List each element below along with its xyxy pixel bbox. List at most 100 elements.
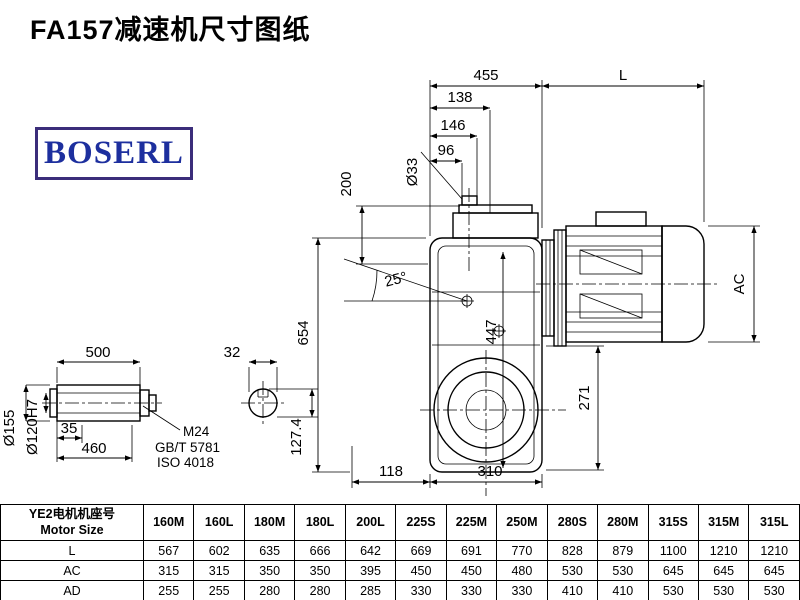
motor (541, 211, 705, 347)
cell-L-200L: 642 (344, 540, 397, 561)
cell-AC-315S: 645 (647, 560, 699, 581)
dim-96-label: 96 (438, 142, 455, 159)
dim-dia120-label: Ø120H7 (24, 399, 41, 455)
dim-310-label: 310 (477, 463, 502, 480)
cell-AC-180L: 350 (294, 560, 346, 581)
dim-AC-label: AC (731, 273, 748, 294)
terminal-box (595, 211, 647, 227)
cell-L-280M: 879 (597, 540, 649, 561)
dim-654-label: 654 (295, 320, 312, 345)
cell-AC-225S: 450 (395, 560, 447, 581)
cell-AD-225M: 330 (445, 580, 498, 600)
col-header-160L: 160L (193, 504, 245, 541)
motor-fins (545, 230, 662, 346)
cell-AC-280M: 530 (597, 560, 649, 581)
row-label-L: L (0, 540, 144, 561)
fan-cowl (661, 225, 705, 343)
col-header-280S: 280S (546, 504, 599, 541)
cell-L-280S: 828 (546, 540, 599, 561)
dim-271-label: 271 (576, 385, 593, 410)
dim-dia155-label: Ø155 (1, 410, 18, 447)
dim-447-label: 447 (483, 319, 500, 344)
col-header-250M: 250M (496, 504, 548, 541)
cell-AD-160M: 255 (142, 580, 195, 600)
dim-127-label: 127.4 (288, 418, 305, 456)
col-header-315L: 315L (748, 504, 800, 541)
row-label-AD: AD (0, 580, 144, 600)
cell-L-315S: 1100 (647, 540, 699, 561)
cell-AD-225S: 330 (395, 580, 447, 600)
cell-AC-225M: 450 (445, 560, 498, 581)
dimension-lines (23, 83, 757, 485)
cell-AD-250M: 330 (496, 580, 548, 600)
col-header-225S: 225S (395, 504, 447, 541)
output-bore (433, 357, 539, 463)
dim-500-label: 500 (85, 344, 110, 361)
cell-L-160L: 602 (193, 540, 245, 561)
cell-L-225S: 669 (395, 540, 447, 561)
dim-35-label: 35 (61, 420, 78, 437)
cell-AD-280M: 410 (597, 580, 649, 600)
dim-L-label: L (619, 67, 627, 84)
col-header-180M: 180M (243, 504, 296, 541)
gearbox-outline (429, 195, 543, 473)
col-header-315S: 315S (647, 504, 699, 541)
cell-AD-280S: 410 (546, 580, 599, 600)
cell-L-225M: 691 (445, 540, 498, 561)
boserl-logo-text: BOSERL (44, 135, 184, 171)
extension-lines (26, 80, 760, 488)
std-gbt-label: GB/T 5781 (155, 440, 220, 455)
dim-460-label: 460 (81, 440, 106, 457)
row-label-AC: AC (0, 560, 144, 581)
cell-AC-160M: 315 (142, 560, 195, 581)
cell-AC-315L: 645 (748, 560, 800, 581)
dim-138-label: 138 (447, 89, 472, 106)
cell-AC-315M: 645 (697, 560, 750, 581)
cell-AC-250M: 480 (496, 560, 548, 581)
dim-146-label: 146 (440, 117, 465, 134)
boserl-logo: BOSERL (35, 127, 193, 180)
dim-dia33-label: Ø33 (404, 158, 421, 186)
cell-AC-180M: 350 (243, 560, 296, 581)
cell-L-315M: 1210 (697, 540, 750, 561)
col-header-200L: 200L (344, 504, 397, 541)
cell-L-315L: 1210 (748, 540, 800, 561)
cell-AD-315S: 530 (647, 580, 699, 600)
col-header-225M: 225M (445, 504, 498, 541)
thread-m24-label: M24 (183, 424, 210, 439)
shaft-section-view (248, 388, 278, 418)
hollow-shaft-view (49, 384, 157, 422)
cell-AD-180M: 280 (243, 580, 296, 600)
std-iso-label: ISO 4018 (157, 455, 214, 470)
dim-455-label: 455 (473, 67, 498, 84)
page-title: FA157减速机尺寸图纸 (30, 15, 311, 45)
dimension-labels: 455 L 138 146 96 Ø33 200 25° 654 447 AC … (1, 67, 748, 480)
cell-L-180L: 666 (294, 540, 346, 561)
dim-32-label: 32 (224, 344, 241, 361)
technical-drawing: 455 L 138 146 96 Ø33 200 25° 654 447 AC … (1, 67, 760, 496)
col-header-280M: 280M (597, 504, 649, 541)
cell-L-250M: 770 (496, 540, 548, 561)
cell-AC-160L: 315 (193, 560, 245, 581)
col-header-160M: 160M (142, 504, 195, 541)
dim-25deg-label: 25° (383, 269, 409, 291)
dim-200-label: 200 (338, 171, 355, 196)
cell-AC-280S: 530 (546, 560, 599, 581)
cell-AD-200L: 285 (344, 580, 397, 600)
cell-AD-315M: 530 (697, 580, 750, 600)
cell-AC-200L: 395 (344, 560, 397, 581)
col-header-180L: 180L (294, 504, 346, 541)
angle-lines (343, 258, 468, 302)
cell-AD-315L: 530 (748, 580, 800, 600)
col-header-315M: 315M (697, 504, 750, 541)
dim-118-label: 118 (379, 463, 403, 480)
